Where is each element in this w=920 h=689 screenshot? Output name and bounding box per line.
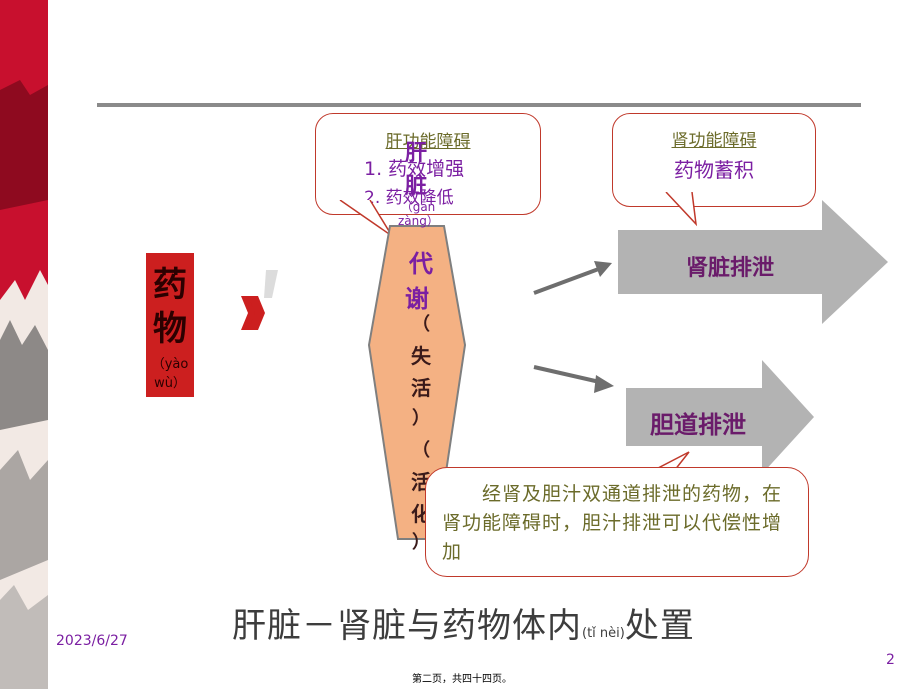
kidney-callout-text: 药物蓄积 (674, 158, 754, 182)
slide-title: 肝脏－肾脏与药物体内(tǐ nèi)处置 (232, 598, 695, 647)
inactivation-char-2: 活 (411, 376, 431, 400)
kidney-callout-tail (665, 192, 698, 227)
liver-callout-item-1: 1. 药效增强 (364, 158, 465, 180)
slide-title-end: 处置 (624, 606, 695, 646)
liver-callout-item-2: 2. 药效降低 (364, 188, 454, 208)
chevron-arrow-icon (241, 270, 278, 330)
kidney-excretion-arrow (618, 200, 888, 324)
top-divider (97, 103, 861, 107)
page-footer: 第二页，共四十四页。 (412, 674, 512, 685)
connector-arrows (533, 261, 614, 393)
liver-pinyin: （gān zàng） (398, 200, 439, 228)
liver-char-2: 脏 (404, 173, 427, 199)
slide-title-main: 肝脏－肾脏与药物体内 (232, 606, 582, 646)
decorative-side-panel (0, 0, 48, 689)
bile-callout-text: 经肾及胆汁双通道排泄的药物，在肾功能障碍时，胆汁排泄可以代偿性增加 (442, 483, 783, 563)
drug-char-1: 药 (153, 265, 187, 305)
drug-box: 药 物 （yào wù） (146, 253, 194, 397)
slide-title-pinyin: (tǐ nèi) (582, 626, 625, 641)
drug-char-2: 物 (153, 309, 187, 349)
inactivation-char-1: 失 (411, 344, 431, 368)
slide-date: 2023/6/27 (56, 633, 128, 649)
bile-excretion-arrow (626, 360, 814, 474)
activation-open-paren: （ (412, 440, 430, 461)
page-number: 2 (886, 652, 895, 668)
liver-callout-title: 肝功能障碍 (385, 132, 471, 152)
liver-dysfunction-callout: 肝功能障碍 1. 药效增强 2. 药效降低 (315, 113, 541, 215)
liver-char-1: 肝 (404, 140, 427, 166)
inactivation-open-paren: （ (412, 314, 430, 335)
kidney-dysfunction-callout: 肾功能障碍 药物蓄积 (612, 113, 816, 207)
kidney-callout-title: 肾功能障碍 (671, 131, 757, 151)
metabolism-char-1: 代 (409, 249, 433, 278)
inactivation-close-paren: ） (412, 408, 430, 429)
bile-excretion-label: 胆道排泄 (650, 411, 746, 439)
bile-compensation-callout: 经肾及胆汁双通道排泄的药物，在肾功能障碍时，胆汁排泄可以代偿性增加 (425, 467, 809, 577)
metabolism-char-2: 谢 (405, 284, 429, 313)
kidney-excretion-label: 肾脏排泄 (686, 256, 775, 281)
landscape-decoration (0, 0, 48, 689)
drug-pinyin: （yào wù） (151, 357, 189, 391)
